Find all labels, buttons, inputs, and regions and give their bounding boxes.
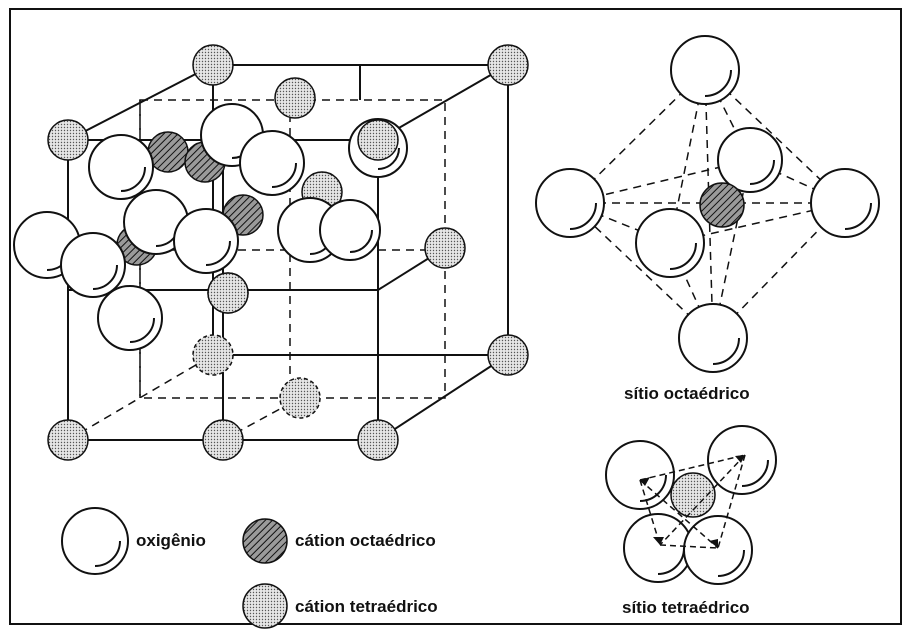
- tetrahedral-cations-front: [207, 119, 399, 314]
- oxygen-atom-icon: [61, 507, 129, 575]
- tetrahedral-site-diagram: [605, 425, 777, 585]
- legend-oxygen-label: oxigênio: [136, 531, 206, 550]
- tetrahedral-site-label: sítio tetraédrico: [622, 598, 750, 617]
- legend-tetrahedral-cation-label: cátion tetraédrico: [295, 597, 438, 616]
- dotted-atom-icon: [242, 583, 288, 629]
- legend-octahedral-cation-label: cátion octaédrico: [295, 531, 436, 550]
- octahedral-site-diagram: [535, 35, 880, 373]
- octahedral-site-label: sítio octaédrico: [624, 384, 750, 403]
- oxygen-atoms: [13, 103, 408, 351]
- hatched-atom-icon: [242, 518, 288, 564]
